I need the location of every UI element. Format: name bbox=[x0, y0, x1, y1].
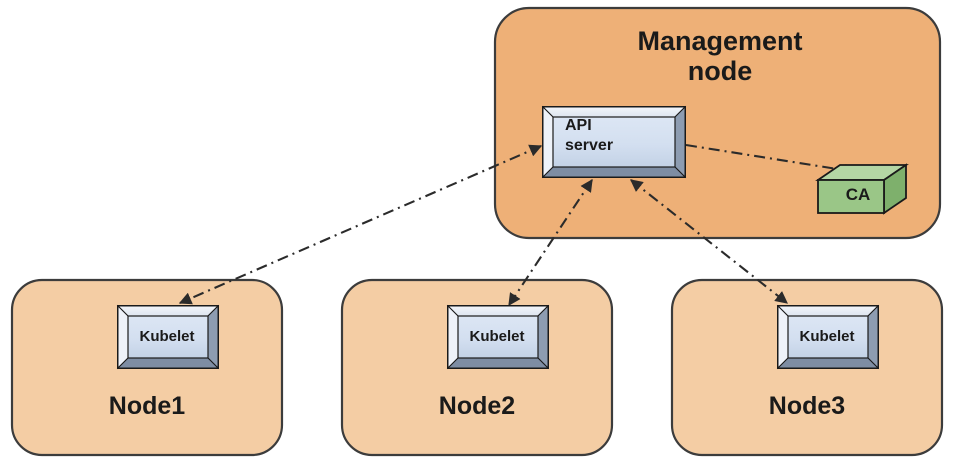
kubelet1-bevel-top bbox=[116, 305, 220, 317]
connector-api-to-kubelet3 bbox=[630, 179, 788, 304]
node1-label: Node1 bbox=[108, 392, 186, 420]
kubelet2-bevel-left bbox=[447, 304, 459, 370]
node3-label: Node3 bbox=[768, 392, 846, 420]
kubelet1-box[interactable] bbox=[116, 304, 220, 370]
api-server-bevel-bottom bbox=[541, 166, 687, 178]
kubelet3-bevel-right bbox=[867, 304, 879, 370]
api-server-box[interactable] bbox=[541, 105, 687, 179]
kubelet1-bevel-right bbox=[207, 304, 219, 370]
kubelet1-bevel-left bbox=[117, 304, 129, 370]
kubelet2-box[interactable] bbox=[446, 304, 550, 370]
management-node-label: Management node bbox=[637, 26, 803, 87]
api-server-bevel-top bbox=[541, 106, 687, 118]
kubelet3-bevel-left bbox=[777, 304, 789, 370]
api-server-bevel-left bbox=[542, 105, 554, 179]
kubelet3-box[interactable] bbox=[776, 304, 880, 370]
kubelet2-bevel-bottom bbox=[446, 357, 550, 369]
kubelet3-bevel-bottom bbox=[776, 357, 880, 369]
node2-label: Node2 bbox=[438, 392, 516, 420]
kubelet1-bevel-bottom bbox=[116, 357, 220, 369]
kubelet3-face bbox=[787, 315, 869, 359]
kubelet1-face bbox=[127, 315, 209, 359]
kubelet3-bevel-top bbox=[776, 305, 880, 317]
kubelet2-face bbox=[457, 315, 539, 359]
api-server-bevel-right bbox=[674, 105, 686, 179]
kubelet2-bevel-right bbox=[537, 304, 549, 370]
ca-box[interactable] bbox=[815, 163, 909, 215]
connector-api-to-kubelet1 bbox=[178, 144, 543, 305]
ca-front-face bbox=[817, 179, 885, 214]
connector-kubelet2-to-api bbox=[508, 178, 593, 307]
connector-group bbox=[178, 143, 858, 307]
api-server-face bbox=[552, 116, 676, 168]
kubelet2-bevel-top bbox=[446, 305, 550, 317]
connector-api-to-ca bbox=[685, 143, 858, 177]
